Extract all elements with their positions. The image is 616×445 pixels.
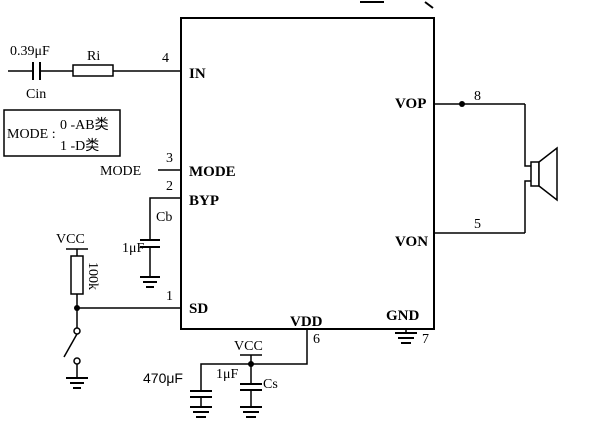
cap-1u-value: 1μF	[216, 367, 239, 382]
cb-name: Cb	[156, 210, 172, 225]
pin-byp-label: BYP	[189, 193, 219, 209]
ground-icon	[240, 406, 262, 418]
speaker-icon	[530, 146, 558, 202]
pin-vdd-number: 6	[313, 332, 320, 347]
supply-network	[190, 329, 308, 418]
gnd-pin-network	[395, 329, 417, 344]
pin-von-number: 5	[474, 217, 481, 232]
pin-gnd-number: 7	[422, 332, 429, 347]
switch-icon	[63, 327, 81, 365]
pin-mode-number: 3	[166, 151, 173, 166]
vcc-left-label: VCC	[56, 232, 85, 247]
shutdown-network	[63, 248, 181, 389]
vcc-bottom-label: VCC	[234, 339, 263, 354]
bypass-network	[140, 197, 181, 288]
mode-box-prefix: MODE :	[7, 127, 56, 142]
ground-icon	[190, 406, 212, 418]
mode-box-line1: 0 -AB类	[60, 117, 109, 133]
pin-in-label: IN	[189, 66, 206, 82]
input-network	[8, 62, 181, 80]
pin-mode-label: MODE	[189, 164, 236, 180]
cin-name: Cin	[26, 87, 46, 102]
cap-470-value: 470μF	[143, 370, 183, 386]
pin-vop-label: VOP	[395, 96, 426, 112]
resistor-icon	[70, 255, 84, 295]
pin-von-label: VON	[395, 234, 428, 250]
ground-icon	[395, 332, 417, 344]
ground-icon	[140, 276, 160, 288]
pin-sd-label: SD	[189, 301, 208, 317]
pin-gnd-label: GND	[386, 308, 420, 324]
mode-input-label: MODE	[100, 164, 141, 179]
pin-vdd-label: VDD	[290, 314, 323, 330]
mode-box-line2: 1 -D类	[60, 138, 99, 154]
cb-value: 1μF	[122, 241, 145, 256]
resistor-icon	[72, 64, 114, 77]
capacitor-icon	[240, 383, 262, 391]
mode-box	[3, 109, 121, 157]
pin-in-number: 4	[162, 51, 169, 66]
pullup-value: 100k	[85, 262, 100, 290]
output-network	[434, 101, 558, 234]
cs-name: Cs	[263, 377, 278, 392]
capacitor-icon	[190, 390, 212, 398]
cin-value: 0.39μF	[10, 44, 50, 59]
ground-icon	[66, 377, 88, 389]
capacitor-icon	[32, 62, 41, 80]
ri-name: Ri	[87, 49, 100, 64]
pin-byp-number: 2	[166, 179, 173, 194]
pin-sd-number: 1	[166, 289, 173, 304]
pin-vop-number: 8	[474, 89, 481, 104]
ic-top-mark	[424, 1, 434, 9]
